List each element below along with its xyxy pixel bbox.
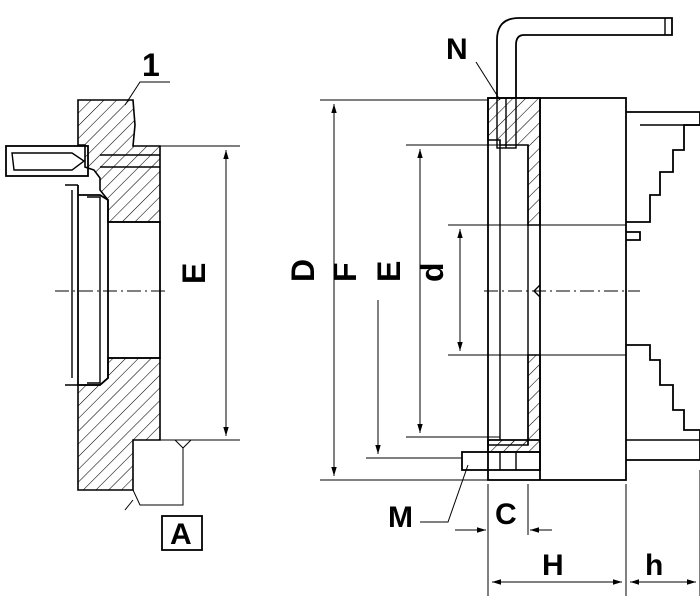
mount-screw-m-label: M — [388, 501, 413, 534]
datum-a-label: A — [170, 518, 192, 551]
chuck-body-view — [320, 17, 700, 596]
offset-c-label: C — [495, 498, 517, 531]
lower-body-section — [77, 357, 161, 491]
upper-body-section — [77, 99, 161, 223]
body-height-h-label: H — [542, 549, 564, 582]
jaw-height-h-label: h — [645, 549, 663, 582]
dimension-e-right-label: E — [371, 261, 407, 282]
datum-frame — [161, 515, 203, 551]
jaw-key-n-label: N — [446, 33, 468, 66]
dimension-d-label: D — [285, 259, 321, 282]
hex-key-icon — [496, 17, 673, 98]
dimension-f-label: F — [327, 262, 363, 282]
key-pin — [5, 145, 160, 177]
side-section-view — [5, 81, 240, 551]
stepped-jaws — [626, 111, 700, 461]
dimension-e-left-label: E — [176, 263, 212, 284]
mount-screw-icon — [461, 451, 541, 471]
bore-d-label: d — [414, 262, 450, 282]
part-number-label: 1 — [142, 47, 160, 83]
